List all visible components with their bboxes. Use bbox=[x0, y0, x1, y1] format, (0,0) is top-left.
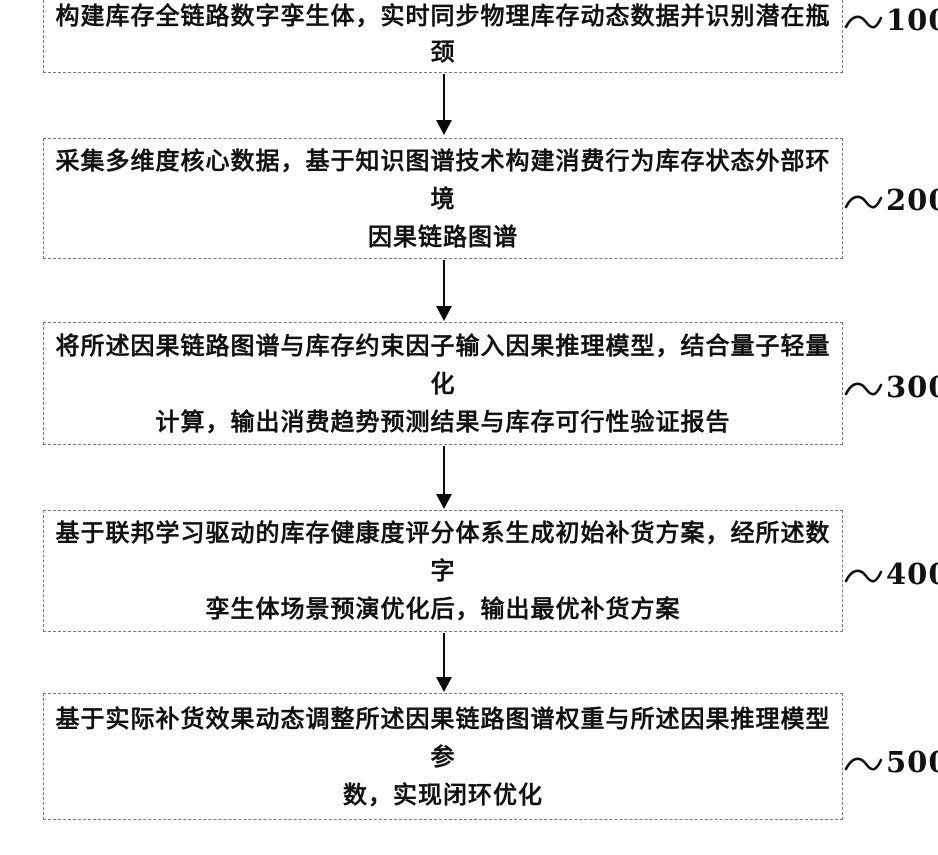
down-arrow-icon bbox=[436, 260, 452, 321]
arrow-shaft bbox=[443, 446, 445, 494]
flow-step-text: 基于联邦学习驱动的库存健康度评分体系生成初始补货方案，经所述数字 孪生体场景预演… bbox=[44, 514, 842, 628]
tilde-connector-icon bbox=[843, 565, 883, 589]
flow-step-box-100: 构建库存全链路数字孪生体，实时同步物理库存动态数据并识别潜在瓶颈 bbox=[43, 0, 843, 73]
flow-step-box-300: 将所述因果链路图谱与库存约束因子输入因果推理模型，结合量子轻量化 计算，输出消费… bbox=[43, 322, 843, 445]
ref-number: 200 bbox=[886, 183, 938, 217]
ref-callout-500: 500 bbox=[843, 743, 937, 781]
tilde-connector-icon bbox=[843, 11, 883, 35]
flow-step-box-400: 基于联邦学习驱动的库存健康度评分体系生成初始补货方案，经所述数字 孪生体场景预演… bbox=[43, 510, 843, 632]
ref-callout-400: 400 bbox=[843, 555, 937, 593]
ref-callout-100: 100 bbox=[843, 1, 937, 39]
arrow-head bbox=[436, 306, 452, 321]
ref-callout-300: 300 bbox=[843, 368, 937, 406]
tilde-connector-icon bbox=[843, 378, 883, 402]
ref-callout-200: 200 bbox=[843, 181, 937, 219]
flow-step-box-500: 基于实际补货效果动态调整所述因果链路图谱权重与所述因果推理模型参 数，实现闭环优… bbox=[43, 693, 843, 820]
tilde-connector-icon bbox=[843, 191, 883, 215]
ref-number: 500 bbox=[886, 745, 938, 779]
down-arrow-icon bbox=[436, 446, 452, 509]
flow-step-text: 基于实际补货效果动态调整所述因果链路图谱权重与所述因果推理模型参 数，实现闭环优… bbox=[44, 700, 842, 814]
arrow-shaft bbox=[443, 260, 445, 306]
flow-step-text: 采集多维度核心数据，基于知识图谱技术构建消费行为库存状态外部环境 因果链路图谱 bbox=[44, 142, 842, 256]
down-arrow-icon bbox=[436, 633, 452, 692]
arrow-shaft bbox=[443, 74, 445, 120]
flow-step-text: 构建库存全链路数字孪生体，实时同步物理库存动态数据并识别潜在瓶颈 bbox=[44, 0, 842, 70]
arrow-head bbox=[436, 677, 452, 692]
ref-number: 400 bbox=[886, 557, 938, 591]
ref-number: 100 bbox=[886, 3, 938, 37]
down-arrow-icon bbox=[436, 74, 452, 135]
tilde-connector-icon bbox=[843, 753, 883, 777]
flow-step-text: 将所述因果链路图谱与库存约束因子输入因果推理模型，结合量子轻量化 计算，输出消费… bbox=[44, 327, 842, 441]
arrow-head bbox=[436, 494, 452, 509]
arrow-head bbox=[436, 120, 452, 135]
flow-step-box-200: 采集多维度核心数据，基于知识图谱技术构建消费行为库存状态外部环境 因果链路图谱 bbox=[43, 138, 843, 259]
arrow-shaft bbox=[443, 633, 445, 677]
ref-number: 300 bbox=[886, 370, 938, 404]
